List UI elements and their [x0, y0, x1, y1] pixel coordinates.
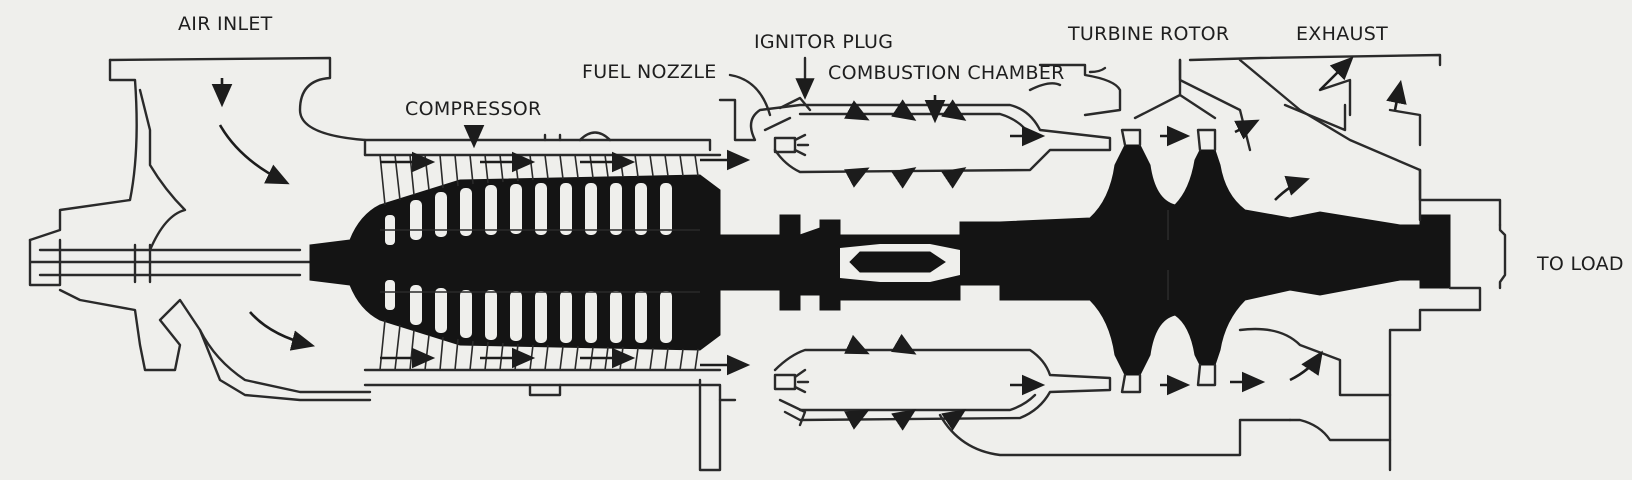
to-load-label: TO LOAD [1537, 253, 1624, 275]
air-inlet-label: AIR INLET [178, 13, 273, 35]
exhaust-label: EXHAUST [1296, 23, 1388, 45]
exhaust-casing [1178, 53, 1507, 472]
flow-arrows [211, 56, 1407, 431]
main-shaft [719, 214, 1001, 311]
leader-lines [728, 56, 1217, 120]
ignitor-plug-label: IGNITOR PLUG [754, 31, 894, 53]
turbine-rotor-label: TURBINE ROTOR [1068, 23, 1230, 45]
input-shaft [28, 238, 312, 287]
turbine-rotor [999, 128, 1451, 394]
fuel-nozzle-label: FUEL NOZZLE [582, 61, 717, 83]
compressor-rotor [309, 174, 721, 351]
air-inlet-casing [28, 56, 372, 402]
combustion-chamber-label: COMBUSTION CHAMBER [828, 62, 1065, 84]
compressor-label: COMPRESSOR [405, 98, 542, 120]
